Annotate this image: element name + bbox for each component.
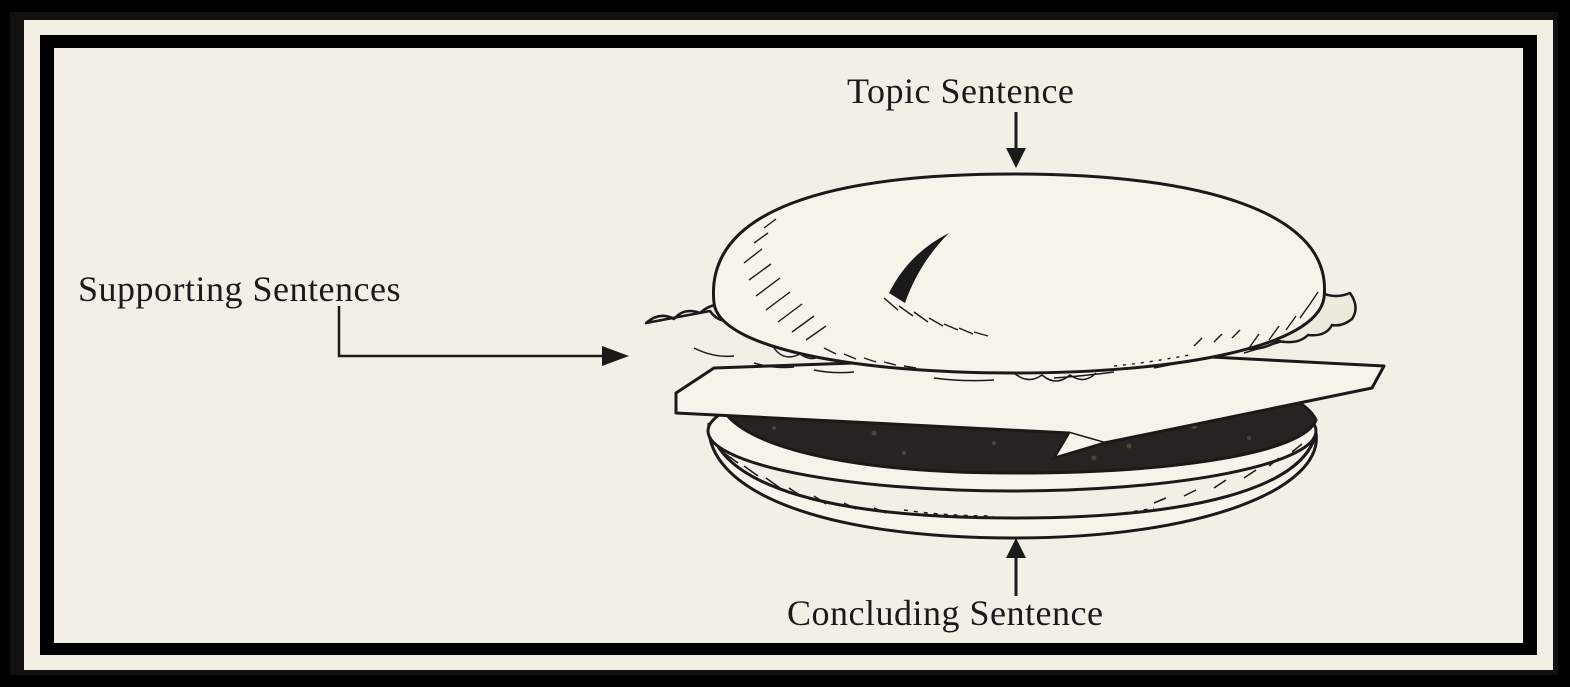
topic-sentence-label: Topic Sentence xyxy=(847,70,1074,112)
diagram-canvas: Topic Sentence Supporting Sentences Conc… xyxy=(54,48,1523,643)
hamburger-illustration xyxy=(54,48,1523,643)
concluding-sentence-label: Concluding Sentence xyxy=(787,592,1103,634)
top-bun xyxy=(713,174,1324,373)
concluding-arrow xyxy=(1006,538,1026,596)
supporting-arrow xyxy=(339,306,629,366)
diagram-panel: Topic Sentence Supporting Sentences Conc… xyxy=(40,35,1537,655)
topic-arrow xyxy=(1006,112,1026,168)
supporting-sentences-label: Supporting Sentences xyxy=(78,268,401,310)
